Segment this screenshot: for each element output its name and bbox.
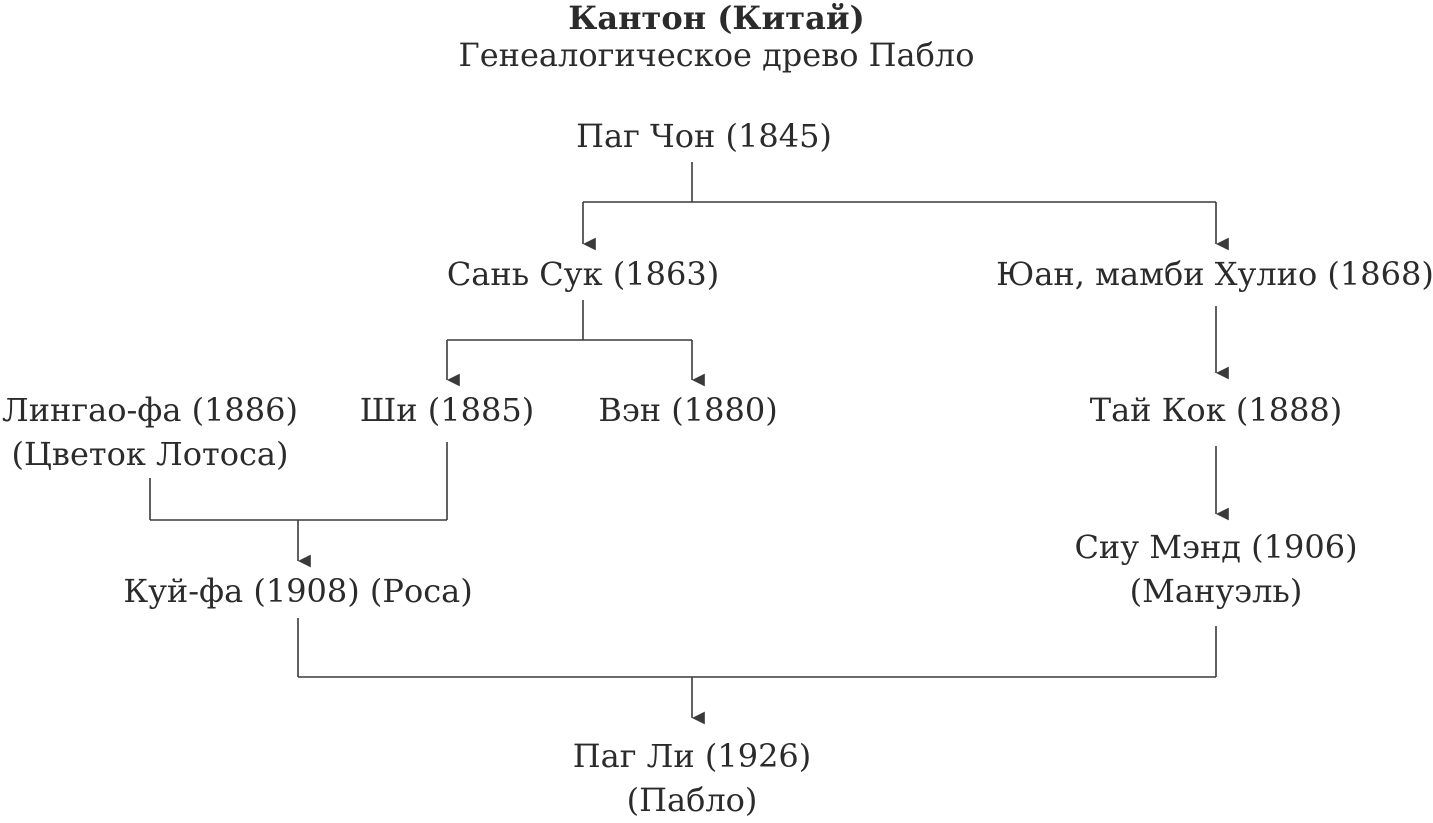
node-label: Тай Кок (1888) bbox=[1089, 391, 1343, 429]
node-label: Паг Ли (1926) bbox=[572, 737, 812, 775]
node-label-secondary: (Мануэль) bbox=[1129, 572, 1303, 610]
diagram-title: Кантон (Китай) bbox=[568, 0, 865, 37]
node-label-secondary: (Цветок Лотоса) bbox=[11, 435, 289, 473]
diagram-subtitle: Генеалогическое древо Пабло bbox=[458, 36, 975, 74]
node-yuan: Юан, мамби Хулио (1868) bbox=[996, 252, 1433, 296]
node-shi: Ши (1885) bbox=[360, 388, 534, 432]
node-label: Вэн (1880) bbox=[598, 391, 778, 429]
node-label: Ши (1885) bbox=[359, 391, 535, 429]
node-ven: Вэн (1880) bbox=[598, 388, 777, 432]
node-san-suk: Сань Сук (1863) bbox=[447, 252, 719, 296]
node-label-secondary: (Пабло) bbox=[626, 781, 758, 819]
node-label: Паг Чон (1845) bbox=[576, 117, 832, 155]
node-label: Сань Сук (1863) bbox=[446, 255, 720, 293]
node-label: Юан, мамби Хулио (1868) bbox=[996, 255, 1433, 293]
node-label: Сиу Мэнд (1906) bbox=[1074, 528, 1358, 566]
node-label: Лингао-фа (1886) bbox=[2, 391, 298, 429]
node-pag-chon: Паг Чон (1845) bbox=[576, 114, 832, 158]
node-label: Куй-фа (1908) (Роса) bbox=[123, 572, 473, 610]
node-siu: Сиу Мэнд (1906) (Мануэль) bbox=[1074, 525, 1357, 613]
node-pag-li: Паг Ли (1926) (Пабло) bbox=[573, 734, 812, 822]
node-lingao: Лингао-фа (1886) (Цветок Лотоса) bbox=[2, 388, 298, 476]
node-tai-kok: Тай Кок (1888) bbox=[1090, 388, 1343, 432]
node-kui: Куй-фа (1908) (Роса) bbox=[123, 569, 472, 613]
